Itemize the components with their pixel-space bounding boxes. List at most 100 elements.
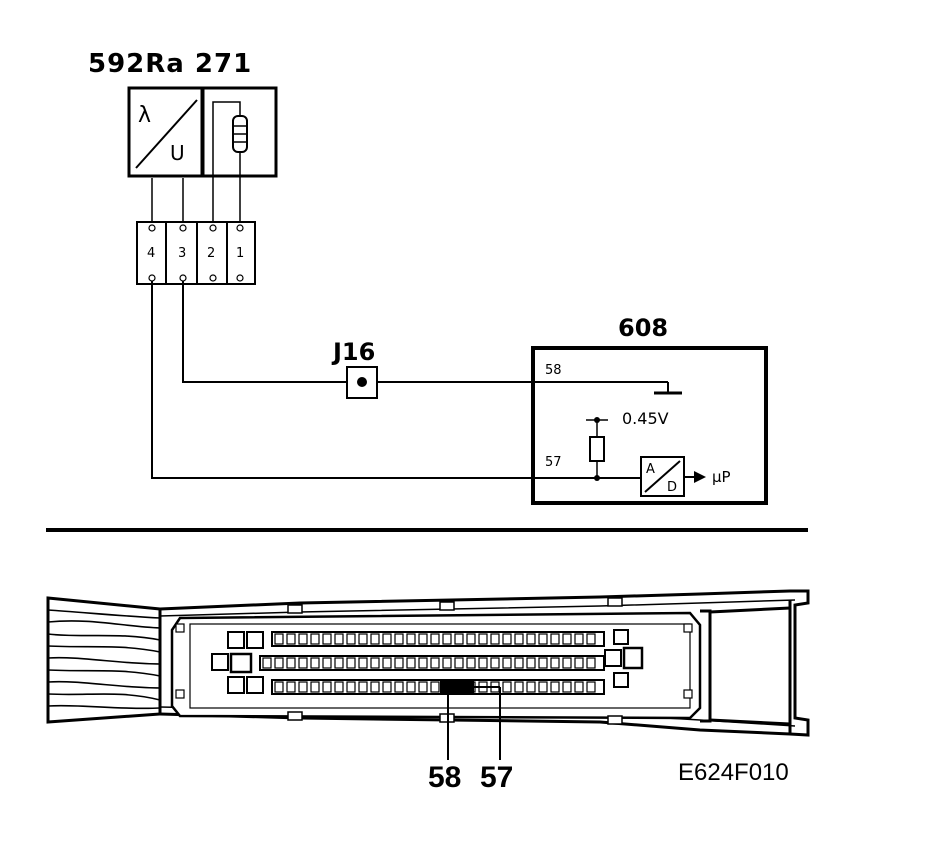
adc-d-label: D: [667, 480, 677, 495]
signal-wire-pin3-to-58: [182, 281, 348, 383]
lambda-symbol: λ: [138, 103, 151, 128]
sensor-connector: 4 3 2 1: [136, 221, 256, 285]
pin-cavity: [442, 657, 452, 669]
pin-cavity: [502, 681, 512, 693]
connector-pin-4: 4: [147, 246, 155, 261]
pin-cavity: [334, 657, 344, 669]
pin-cavity: [310, 657, 320, 669]
pin-cavity: [586, 657, 596, 669]
arrow-right-icon: [694, 471, 706, 483]
pin-cavity: [418, 681, 428, 693]
pin-cavity: [454, 657, 464, 669]
pin-cavity: [310, 633, 320, 645]
pin-cavity: [382, 681, 392, 693]
pin-cavity: [346, 657, 356, 669]
pin-cavity: [298, 633, 308, 645]
pin-cavity: [430, 681, 440, 693]
callout-pin-58: 58: [428, 761, 461, 794]
pin-cavity: [430, 633, 440, 645]
pin-cavity: [346, 681, 356, 693]
pin-cavity: [274, 633, 284, 645]
connector-pin-3: 3: [178, 246, 186, 261]
pin-cavity: [550, 681, 560, 693]
pin-cavity: [262, 657, 272, 669]
pin-cavity: [514, 657, 524, 669]
pullup-resistor-icon: [589, 436, 605, 462]
pin-cavity: [286, 633, 296, 645]
pin-cavity: [526, 633, 536, 645]
pin-cavity: [334, 681, 344, 693]
pin-cavity: [586, 633, 596, 645]
ecu-label: 608: [618, 314, 668, 342]
pin-cavity: [298, 681, 308, 693]
callout-pin-57: 57: [480, 761, 513, 794]
pin-cavity: [370, 681, 380, 693]
pin-cavity: [490, 633, 500, 645]
pin-cavity: [526, 657, 536, 669]
pin-cavity: [478, 633, 488, 645]
sensor-to-connector-wires: [151, 178, 241, 224]
pin-cavity: [358, 681, 368, 693]
pin-cavity: [346, 633, 356, 645]
pin-cavity: [274, 657, 284, 669]
highlighted-pins-58-57: [440, 680, 474, 694]
microprocessor-label: µP: [712, 468, 731, 486]
pin-cavity: [322, 657, 332, 669]
adc-converter: A D: [640, 456, 685, 497]
pin-cavity: [538, 633, 548, 645]
connector-pin-2: 2: [207, 246, 215, 261]
pin-cavity: [550, 657, 560, 669]
pin-cavity: [274, 681, 284, 693]
ecu-pin-58-label: 58: [545, 363, 562, 378]
pin-cavity: [430, 657, 440, 669]
pin-cavity: [466, 657, 476, 669]
pin-cavity: [502, 633, 512, 645]
pin-cavity: [334, 633, 344, 645]
pin-cavity: [562, 681, 572, 693]
pin-cavity: [286, 657, 296, 669]
pin-cavity: [490, 657, 500, 669]
pin-cavity: [502, 657, 512, 669]
pin-cavity: [418, 633, 428, 645]
pin-rows: [262, 633, 596, 693]
pin-cavity: [310, 681, 320, 693]
pin-cavity: [562, 657, 572, 669]
pin-cavity: [418, 657, 428, 669]
pin-cavity: [454, 633, 464, 645]
connector-pin-1: 1: [236, 246, 244, 261]
sensor-heater-element: [201, 86, 278, 178]
pin-cavity: [322, 681, 332, 693]
voltage-u-symbol: U: [170, 141, 185, 165]
figure-code: E624F010: [678, 759, 789, 786]
pin-cavity: [406, 681, 416, 693]
pin-cavity: [358, 657, 368, 669]
pin-cavity: [358, 633, 368, 645]
pin-cavity: [466, 633, 476, 645]
pin-cavity: [394, 681, 404, 693]
pin-cavity: [574, 657, 584, 669]
pin-cavity: [382, 633, 392, 645]
signal-wire-pin4-to-57: [151, 281, 535, 479]
sensor-label: 592Ra 271: [88, 49, 252, 79]
pin-cavity: [382, 657, 392, 669]
pin-cavity: [586, 681, 596, 693]
reference-voltage-label: 0.45V: [622, 409, 669, 428]
pin-cavity: [322, 633, 332, 645]
pin-cavity: [370, 633, 380, 645]
pin-cavity: [514, 681, 524, 693]
pin-cavity: [406, 657, 416, 669]
pin-cavity: [298, 657, 308, 669]
ecu-connector-body: [46, 589, 810, 737]
pin-cavity: [526, 681, 536, 693]
pin-cavity: [286, 681, 296, 693]
pin-cavity: [574, 681, 584, 693]
pin-cavity: [562, 633, 572, 645]
adc-a-label: A: [646, 462, 655, 477]
pin-cavity: [442, 633, 452, 645]
pin-cavity: [394, 633, 404, 645]
pin-cavity: [370, 657, 380, 669]
pin-cavity: [514, 633, 524, 645]
pin-cavity: [574, 633, 584, 645]
ecu-pin-57-label: 57: [545, 455, 562, 470]
